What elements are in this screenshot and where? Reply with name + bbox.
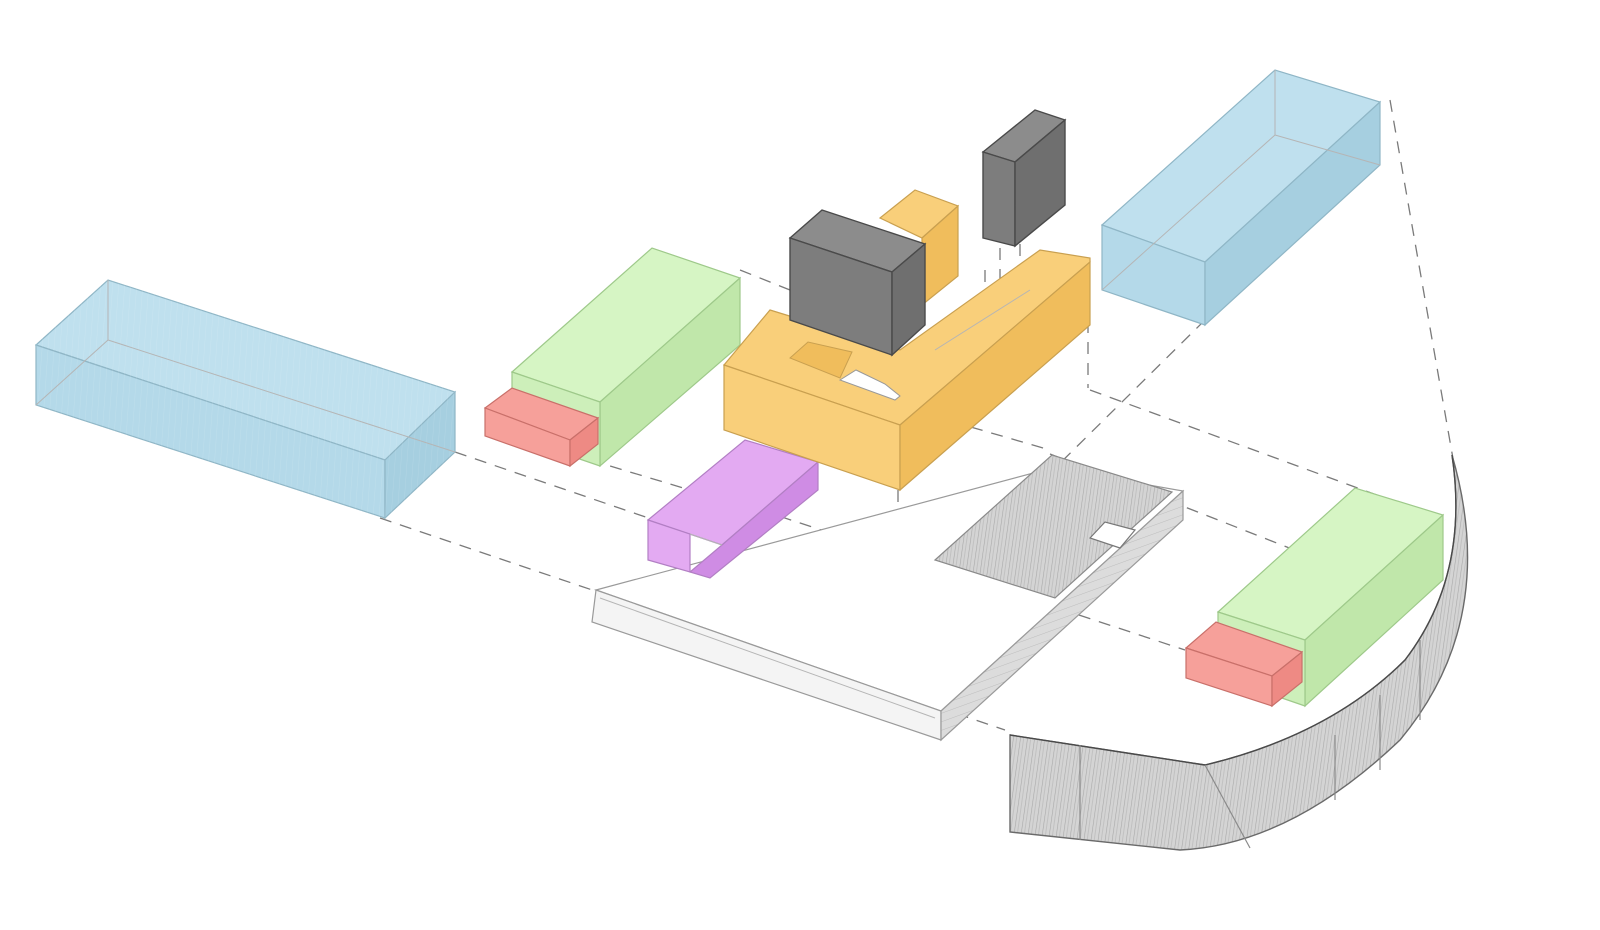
curved-wall (1009, 454, 1469, 851)
red-block-left (483, 387, 600, 468)
blue-block-right (1100, 69, 1382, 327)
purple-block (646, 439, 820, 579)
red-block-right (1184, 621, 1304, 708)
grey-courtyard-slab (933, 454, 1174, 599)
grey-block-large (788, 209, 927, 357)
grey-block-tower (981, 109, 1067, 248)
orange-u-block (722, 249, 1091, 492)
blue-block-left (34, 279, 457, 520)
orange-tall-block (878, 189, 960, 307)
